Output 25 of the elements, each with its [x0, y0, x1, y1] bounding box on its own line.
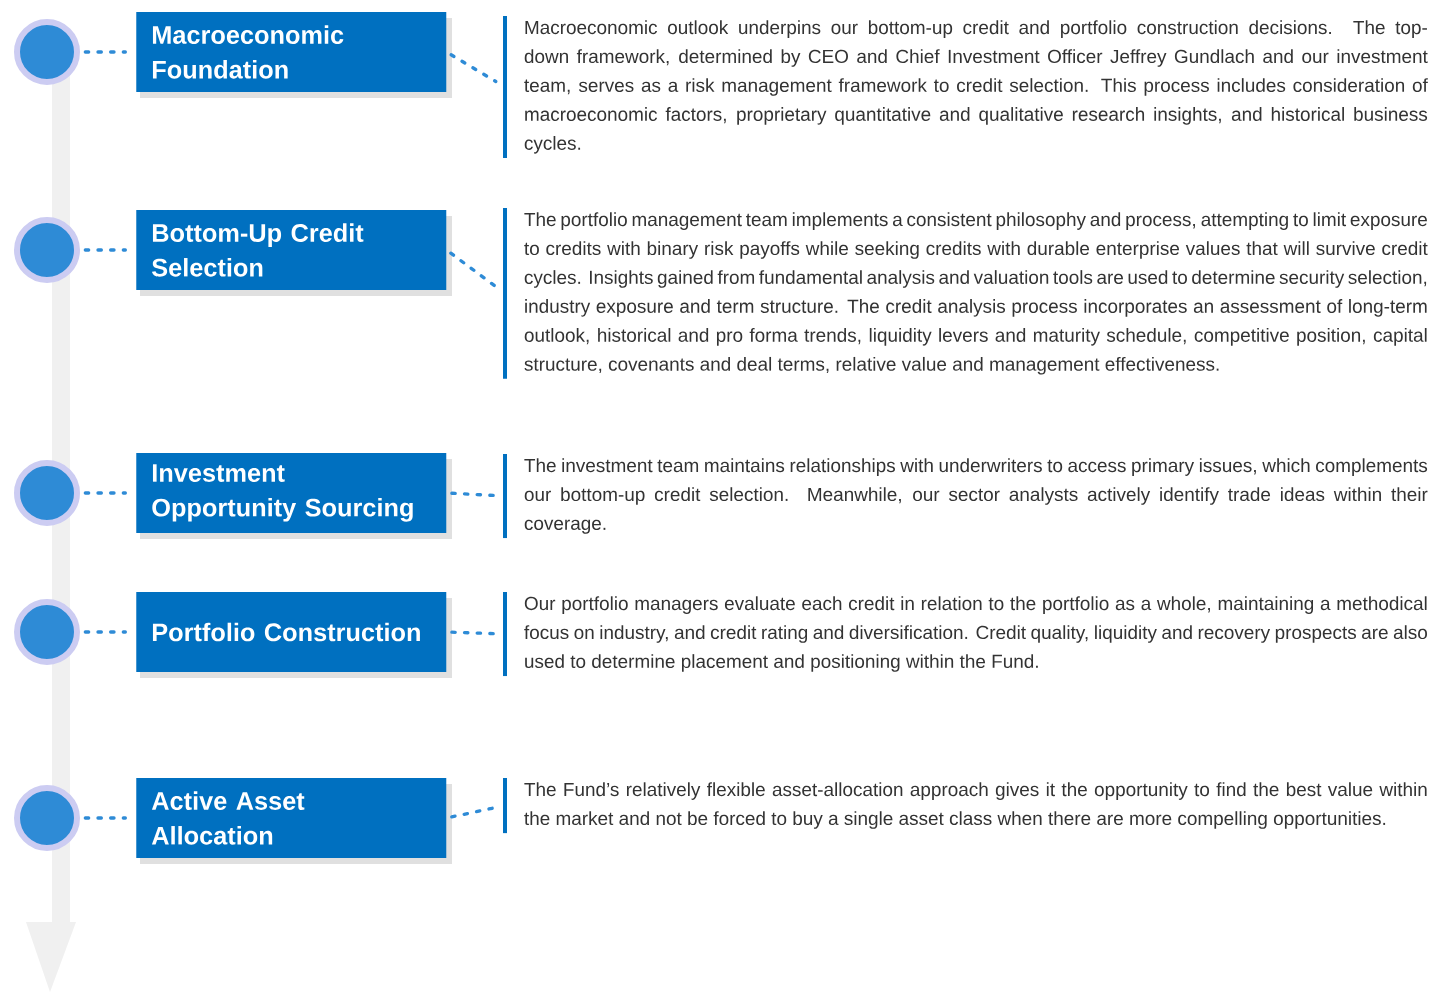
- description-text: The investment team maintains relationships with underwriters to access primary issues, which complements our bottom-up credit selection. Meanwhile, our sector analysts actively identify trade ideas within their coverage.: [503, 454, 1428, 539]
- dotted-connector: [450, 630, 496, 636]
- step-box: Macroeconomic Foundation: [136, 12, 452, 98]
- description-text: Our portfolio managers evaluate each credit in relation to the portfolio as a whole, maintaining a methodical focus on industry, and credit rating and diversification. Credit quality, liquidity and recovery prospects are also used to determine placement and positioning within the Fund.: [503, 592, 1427, 677]
- timeline-circle: [14, 19, 80, 85]
- dotted-connector: [83, 630, 127, 634]
- dotted-connector: [450, 491, 496, 498]
- dotted-connector: [83, 816, 127, 820]
- timeline-circle: [14, 599, 80, 665]
- description-text: The Fund’s relatively flexible asset-allocation approach gives it the opportunity to find the best value within the market and not be forced to buy a single asset class when there are more compelling opportunities.: [503, 778, 1427, 834]
- timeline-circle: [14, 217, 80, 283]
- description-text: Macroeconomic outlook underpins our bottom-up credit and portfolio construction decisions. The top-down framework, determined by CEO and Chief Investment Officer Jeffrey Gundlach and our investment team, serves as a risk management framework to credit selection. This process includes consideration of macroeconomic factors, proprietary quantitative and qualitative research insights, and historical business cycles.: [503, 16, 1428, 158]
- timeline-circle: [14, 785, 80, 851]
- dotted-connector: [450, 806, 497, 819]
- dotted-connector: [83, 50, 127, 54]
- step-box: Portfolio Construction: [136, 592, 452, 678]
- dotted-connector: [449, 251, 499, 289]
- dotted-connector: [83, 491, 127, 495]
- step-box: Active Asset Allocation: [136, 778, 452, 864]
- step-box: Investment Opportunity Sourcing: [136, 453, 452, 539]
- step-box: Bottom-Up Credit Selection: [136, 210, 452, 296]
- timeline-circle: [14, 460, 80, 526]
- description-text: The portfolio management team implements a consistent philosophy and process, attempting to limit exposure to credits with binary risk payoffs while seeking credits with durable enterprise values that will survive credit cycles. Insights gained from fundamental analysis and valuation tools are used to determine security selection, industry exposure and term structure. The credit analysis process incorporates an assessment of long-term outlook, historical and pro forma trends, liquidity levers and maturity schedule, competitive position, capital structure, covenants and deal terms, relative value and management effectiveness.: [503, 208, 1428, 379]
- dotted-connector: [83, 248, 127, 252]
- dotted-connector: [449, 53, 498, 84]
